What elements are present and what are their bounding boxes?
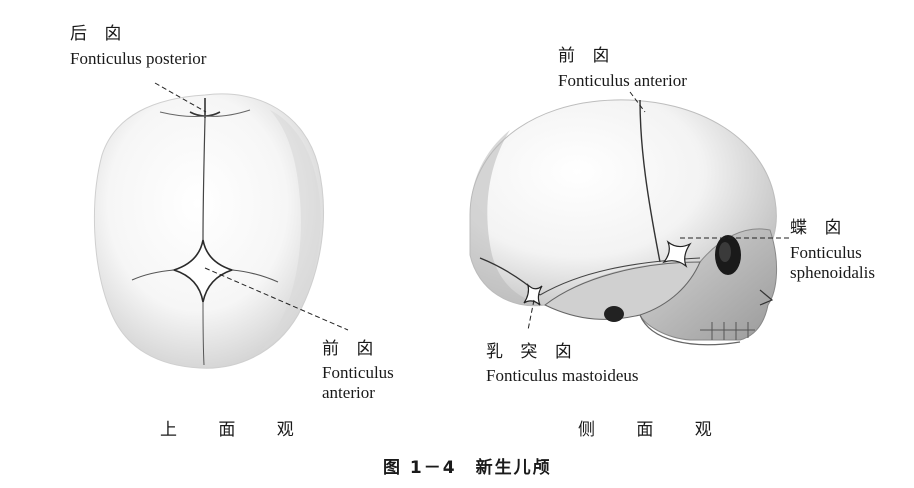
sphenoid-fontanelle-en-label-2: sphenoidalis (790, 264, 875, 281)
sphenoid-fontanelle-en-label-1: Fonticulus (790, 244, 862, 261)
side-view-label: 侧 面 观 (578, 422, 730, 439)
mastoid-fontanelle-cn-label: 乳 突 囟 (486, 344, 578, 361)
figure-caption: 图 1－4 新生儿颅 (383, 460, 552, 477)
anterior-fontanelle-side-en-label: Fonticulus anterior (558, 72, 687, 89)
top-view-label: 上 面 观 (160, 422, 312, 439)
anterior-fontanelle-side-cn-label: 前 囟 (558, 48, 615, 65)
mastoid-fontanelle-en-label: Fonticulus mastoideus (486, 367, 639, 384)
anterior-fontanelle-top-en-label-2: anterior (322, 384, 375, 401)
skull-top-view (94, 83, 348, 368)
posterior-fontanelle-en-label: Fonticulus posterior (70, 50, 206, 67)
anterior-fontanelle-top-en-label-1: Fonticulus (322, 364, 394, 381)
anterior-fontanelle-top-cn-label: 前 囟 (322, 341, 379, 358)
skull-side-view (470, 92, 790, 345)
posterior-fontanelle-cn-label: 后 囟 (70, 26, 127, 43)
sphenoid-fontanelle-cn-label: 蝶 囟 (790, 220, 847, 237)
